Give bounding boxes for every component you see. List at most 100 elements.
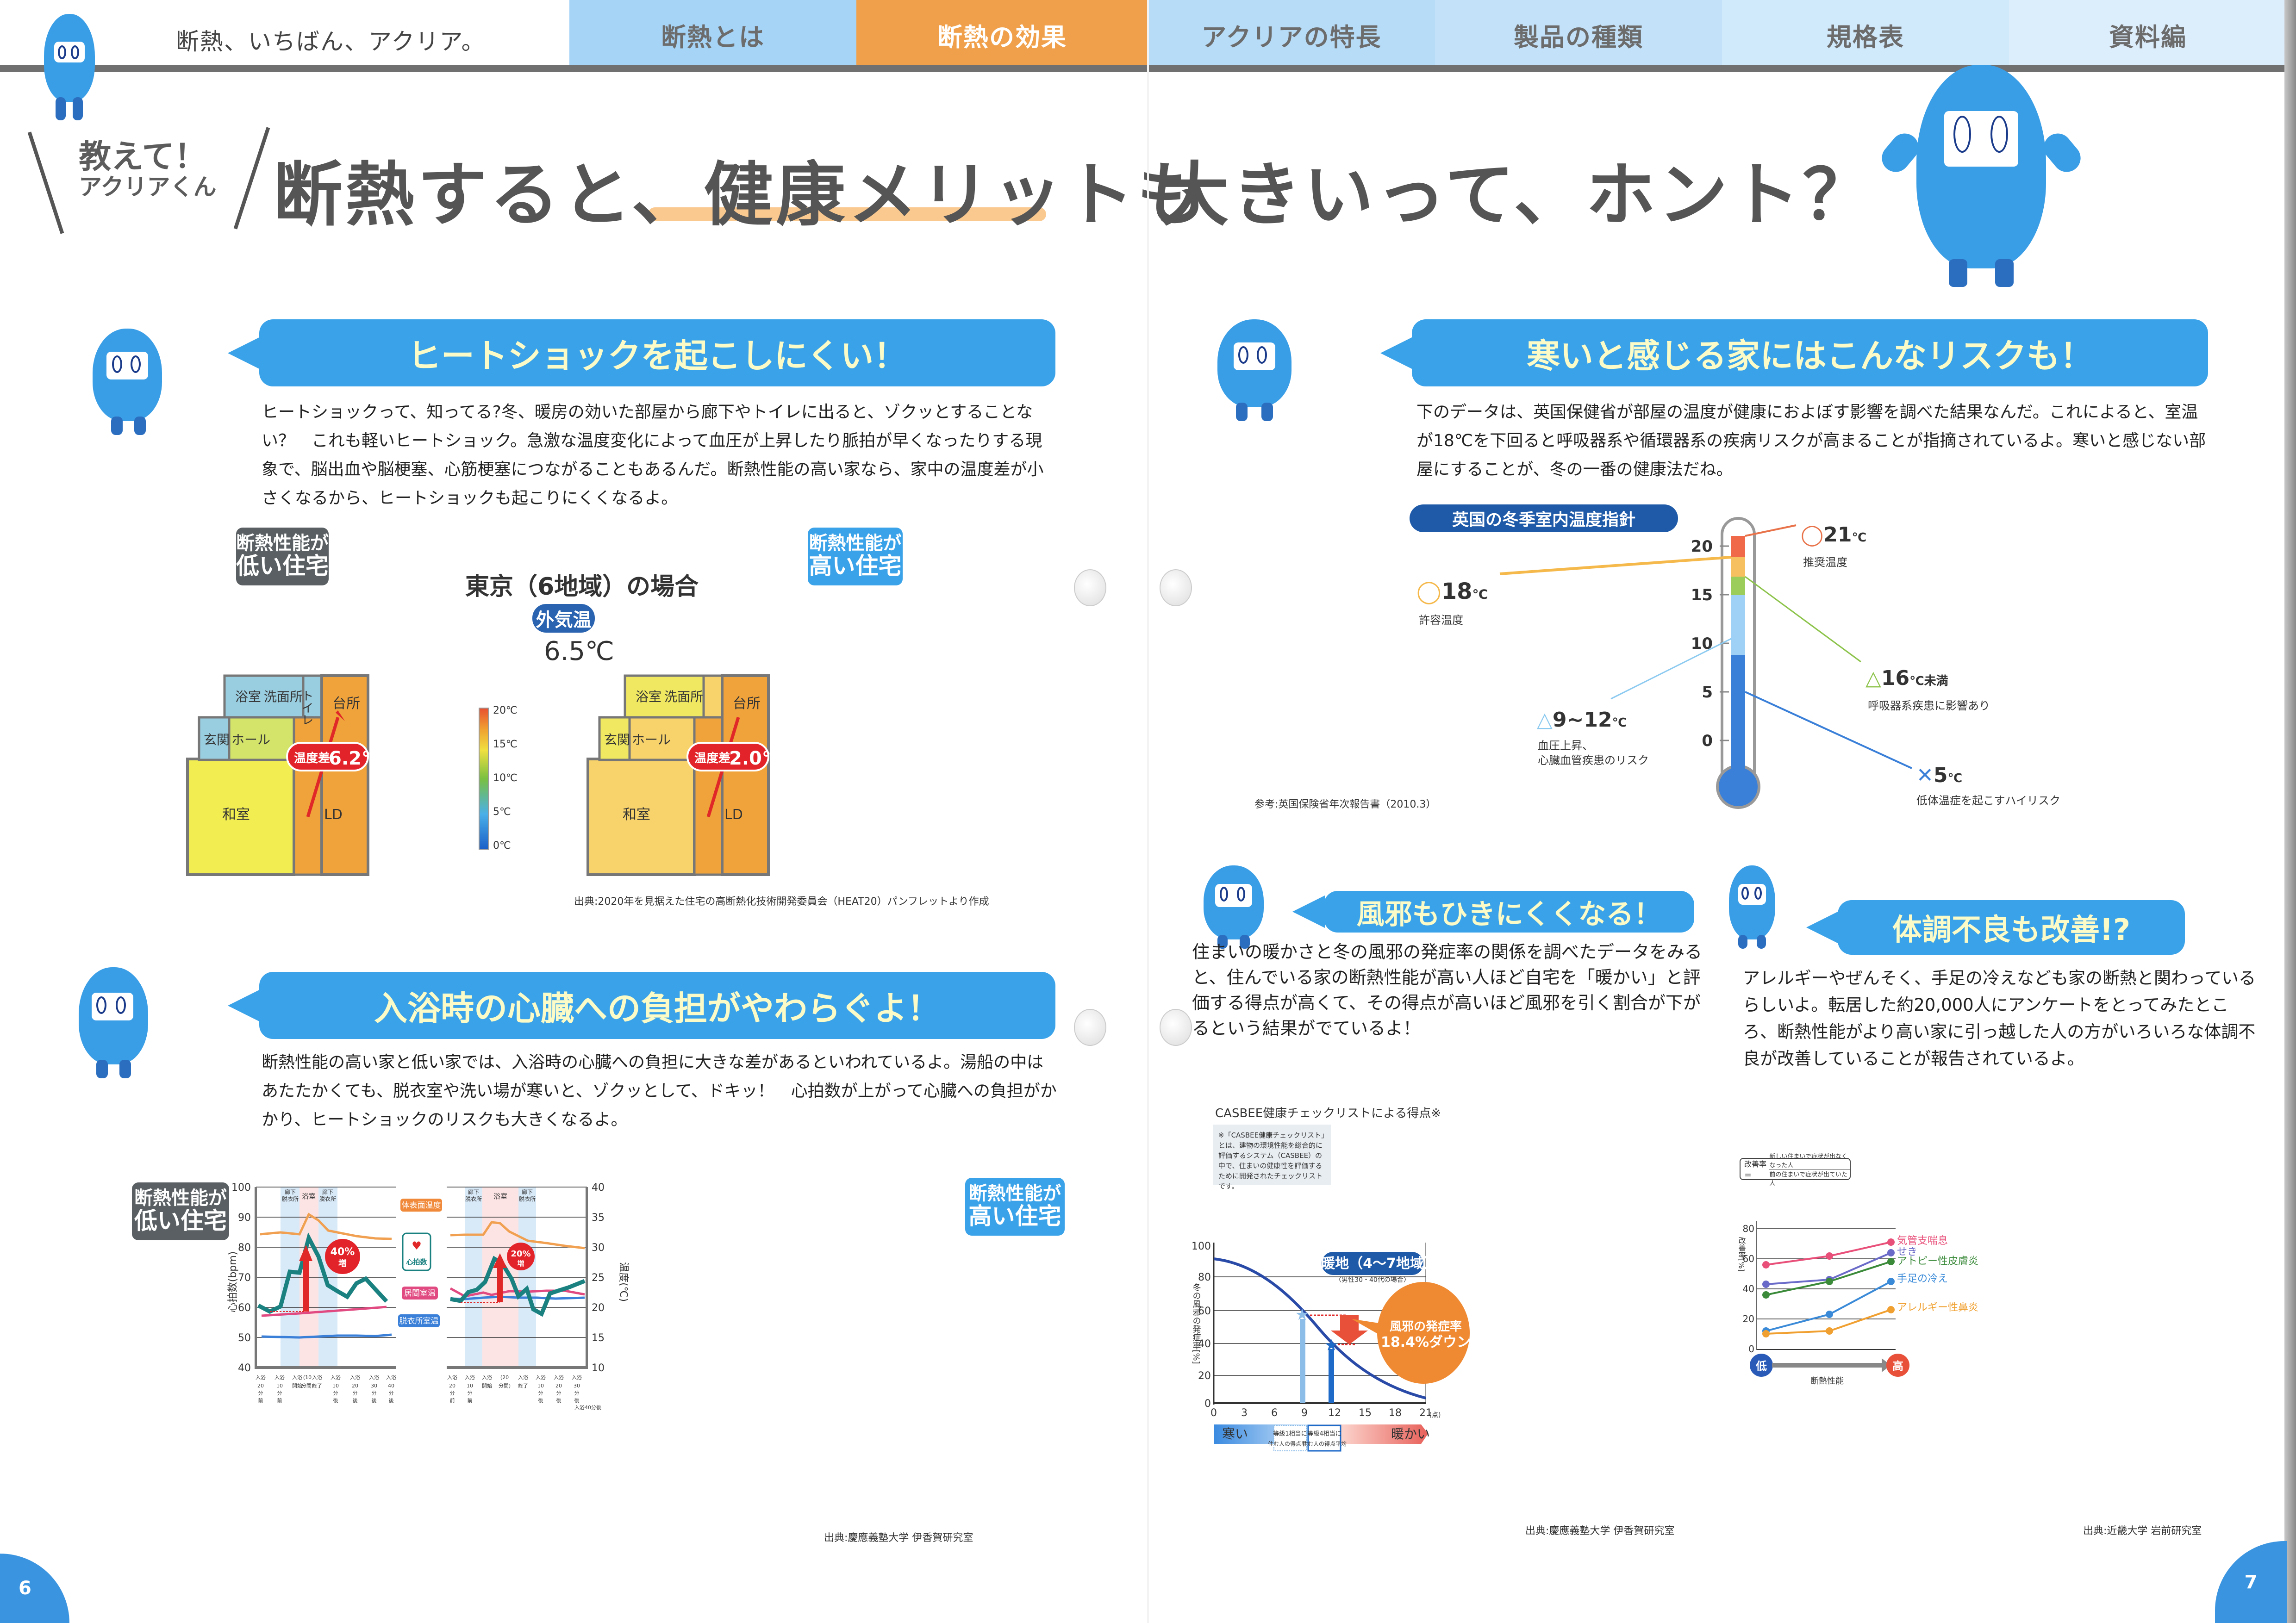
source-heat-shock: 出典:2020年を見据えた住宅の高断熱化技術開発委員会（HEAT20）パンフレッ… <box>574 896 989 908</box>
brand-tagline: 断熱、いちばん、アクリア。 <box>176 28 486 55</box>
svg-text:40: 40 <box>1743 1283 1754 1294</box>
svg-text:分: 分 <box>574 1390 580 1396</box>
svg-text:高: 高 <box>1892 1360 1903 1373</box>
svg-text:後: 後 <box>574 1397 580 1404</box>
kicker-line1: 教えて！ <box>79 137 207 175</box>
svg-text:20: 20 <box>352 1383 358 1389</box>
svg-text:(点): (点) <box>1429 1412 1441 1419</box>
heading-text: 風邪もひきにくくなる！ <box>1356 898 1662 931</box>
point-unit: ℃ <box>1612 716 1627 730</box>
svg-text:終了: 終了 <box>312 1382 322 1389</box>
svg-text:分: 分 <box>389 1390 394 1396</box>
svg-text:60: 60 <box>238 1302 251 1314</box>
heading-text: 入浴時の心臓への負担がやわらぐよ！ <box>374 989 941 1028</box>
svg-text:開始: 開始 <box>292 1382 302 1389</box>
page-number-right: 7 <box>2215 1541 2287 1623</box>
svg-text:アトピー性皮膚炎: アトピー性皮膚炎 <box>1897 1256 1978 1267</box>
svg-text:分: 分 <box>353 1390 358 1396</box>
svg-text:浴室: 浴室 <box>636 689 661 704</box>
outdoor-temp-value: 6.5℃ <box>544 636 614 666</box>
page-number-text: 7 <box>2244 1571 2258 1593</box>
svg-text:居間室温: 居間室温 <box>404 1289 436 1298</box>
point-9-12c: △9~12℃ <box>1537 708 1627 732</box>
svg-text:10: 10 <box>276 1383 283 1389</box>
cross-icon: ✕ <box>1916 764 1934 787</box>
svg-text:20: 20 <box>449 1383 455 1389</box>
svg-text:10: 10 <box>332 1383 339 1389</box>
svg-text:20: 20 <box>592 1302 605 1314</box>
label-line2: 高い住宅 <box>968 1203 1061 1230</box>
svg-text:(20: (20 <box>500 1374 509 1380</box>
svg-text:住む人の得点平均: 住む人の得点平均 <box>1268 1440 1312 1447</box>
svg-text:廊下: 廊下 <box>285 1188 296 1195</box>
page-spine <box>1147 0 1149 1623</box>
label-high-insulation: 断熱性能が 高い住宅 <box>965 1178 1065 1236</box>
svg-text:後: 後 <box>372 1397 377 1404</box>
heading-text: 体調不良も改善!? <box>1892 913 2131 947</box>
svg-text:後: 後 <box>538 1397 543 1404</box>
triangle-icon: △ <box>1866 666 1881 690</box>
page-title-left: 断熱すると、健康メリットも <box>273 155 1210 236</box>
svg-text:80: 80 <box>1743 1223 1754 1234</box>
label-line1: 断熱性能が <box>809 533 902 554</box>
svg-text:浴室: 浴室 <box>235 689 261 704</box>
svg-text:住む人の得点平均: 住む人の得点平均 <box>1302 1440 1347 1447</box>
svg-text:和室: 和室 <box>623 807 650 823</box>
svg-text:20%: 20% <box>511 1249 530 1259</box>
svg-text:等級4相当に: 等級4相当に <box>1307 1430 1341 1437</box>
svg-text:低: 低 <box>1755 1360 1767 1373</box>
page-edge <box>2284 0 2296 1623</box>
label-line2: 低い住宅 <box>236 553 329 579</box>
title-slash-left <box>27 131 64 234</box>
mascot-icon <box>1204 865 1264 949</box>
page-number-left: 6 <box>0 1554 69 1623</box>
heading-cold-flu: 風邪もひきにくくなる！ <box>1292 891 1694 933</box>
nav-tab-label: アクリアの特長 <box>1201 22 1382 52</box>
nav-tab-label: 規格表 <box>1827 22 1904 52</box>
point-temp: 5 <box>1933 764 1948 787</box>
body-cold-risk: 下のデータは、英国保健省が部屋の温度が健康におよぼす影響を調べた結果なんだ。これ… <box>1416 403 2206 479</box>
svg-text:温度差: 温度差 <box>694 751 730 765</box>
nav-tab-spec-table[interactable]: 規格表 <box>1722 0 2009 69</box>
chart-low-insulation: 100908070605040 心拍数(bpm) 廊下脱衣所浴室廊下脱衣所 40… <box>227 1182 396 1404</box>
point-9-12c-desc: 血圧上昇、 心臓血管疾患のリスク <box>1538 739 1649 767</box>
svg-text:100: 100 <box>231 1182 251 1194</box>
svg-text:25: 25 <box>592 1272 605 1284</box>
badge-text: 英国の冬季室内温度指針 <box>1452 510 1635 529</box>
svg-text:35: 35 <box>592 1212 605 1224</box>
point-unit: ℃未満 <box>1909 674 1948 688</box>
nav-tab-materials[interactable]: 資料編 <box>2009 0 2287 69</box>
svg-text:15: 15 <box>592 1332 605 1344</box>
svg-text:前: 前 <box>468 1397 473 1404</box>
svg-text:廊下: 廊下 <box>322 1188 333 1195</box>
nav-tab-label: 断熱の効果 <box>937 22 1067 52</box>
kicker-line2: アクリアくん <box>79 174 217 200</box>
svg-text:暖かい: 暖かい <box>1391 1426 1430 1442</box>
mascot-pointing-icon <box>1727 865 1778 949</box>
nav-tab-label: 断熱とは <box>661 22 765 52</box>
nav-tab-acria-features[interactable]: アクリアの特長 <box>1148 0 1435 69</box>
outdoor-temp-badge: 外気温 <box>532 604 595 633</box>
source-cold-risk: 参考:英国保険省年次報告書（2010.3） <box>1254 799 1436 810</box>
svg-text:せき: せき <box>1897 1246 1917 1258</box>
svg-text:入浴: 入浴 <box>536 1374 546 1380</box>
svg-text:分: 分 <box>450 1390 455 1396</box>
svg-text:温度差: 温度差 <box>294 751 330 765</box>
svg-text:0℃: 0℃ <box>493 840 511 852</box>
label-line1: 断熱性能が <box>134 1188 227 1209</box>
nav-tab-about-insulation[interactable]: 断熱とは <box>569 0 856 69</box>
svg-text:15: 15 <box>1691 586 1713 604</box>
svg-text:入浴: 入浴 <box>386 1374 396 1380</box>
svg-text:脱衣所: 脱衣所 <box>465 1195 482 1202</box>
point-unit: ℃ <box>1472 587 1488 602</box>
svg-text:温度(℃): 温度(℃) <box>618 1262 629 1302</box>
svg-text:3: 3 <box>1241 1407 1248 1419</box>
svg-text:台所: 台所 <box>332 696 360 712</box>
nav-tab-product-types[interactable]: 製品の種類 <box>1435 0 1722 69</box>
nav-tab-insulation-effect[interactable]: 断熱の効果 <box>856 0 1148 69</box>
svg-text:0: 0 <box>1204 1398 1211 1410</box>
svg-text:浴室: 浴室 <box>493 1192 507 1200</box>
svg-text:入浴: 入浴 <box>292 1374 302 1380</box>
binder-hole <box>1074 1009 1106 1046</box>
svg-text:入浴: 入浴 <box>256 1374 266 1380</box>
